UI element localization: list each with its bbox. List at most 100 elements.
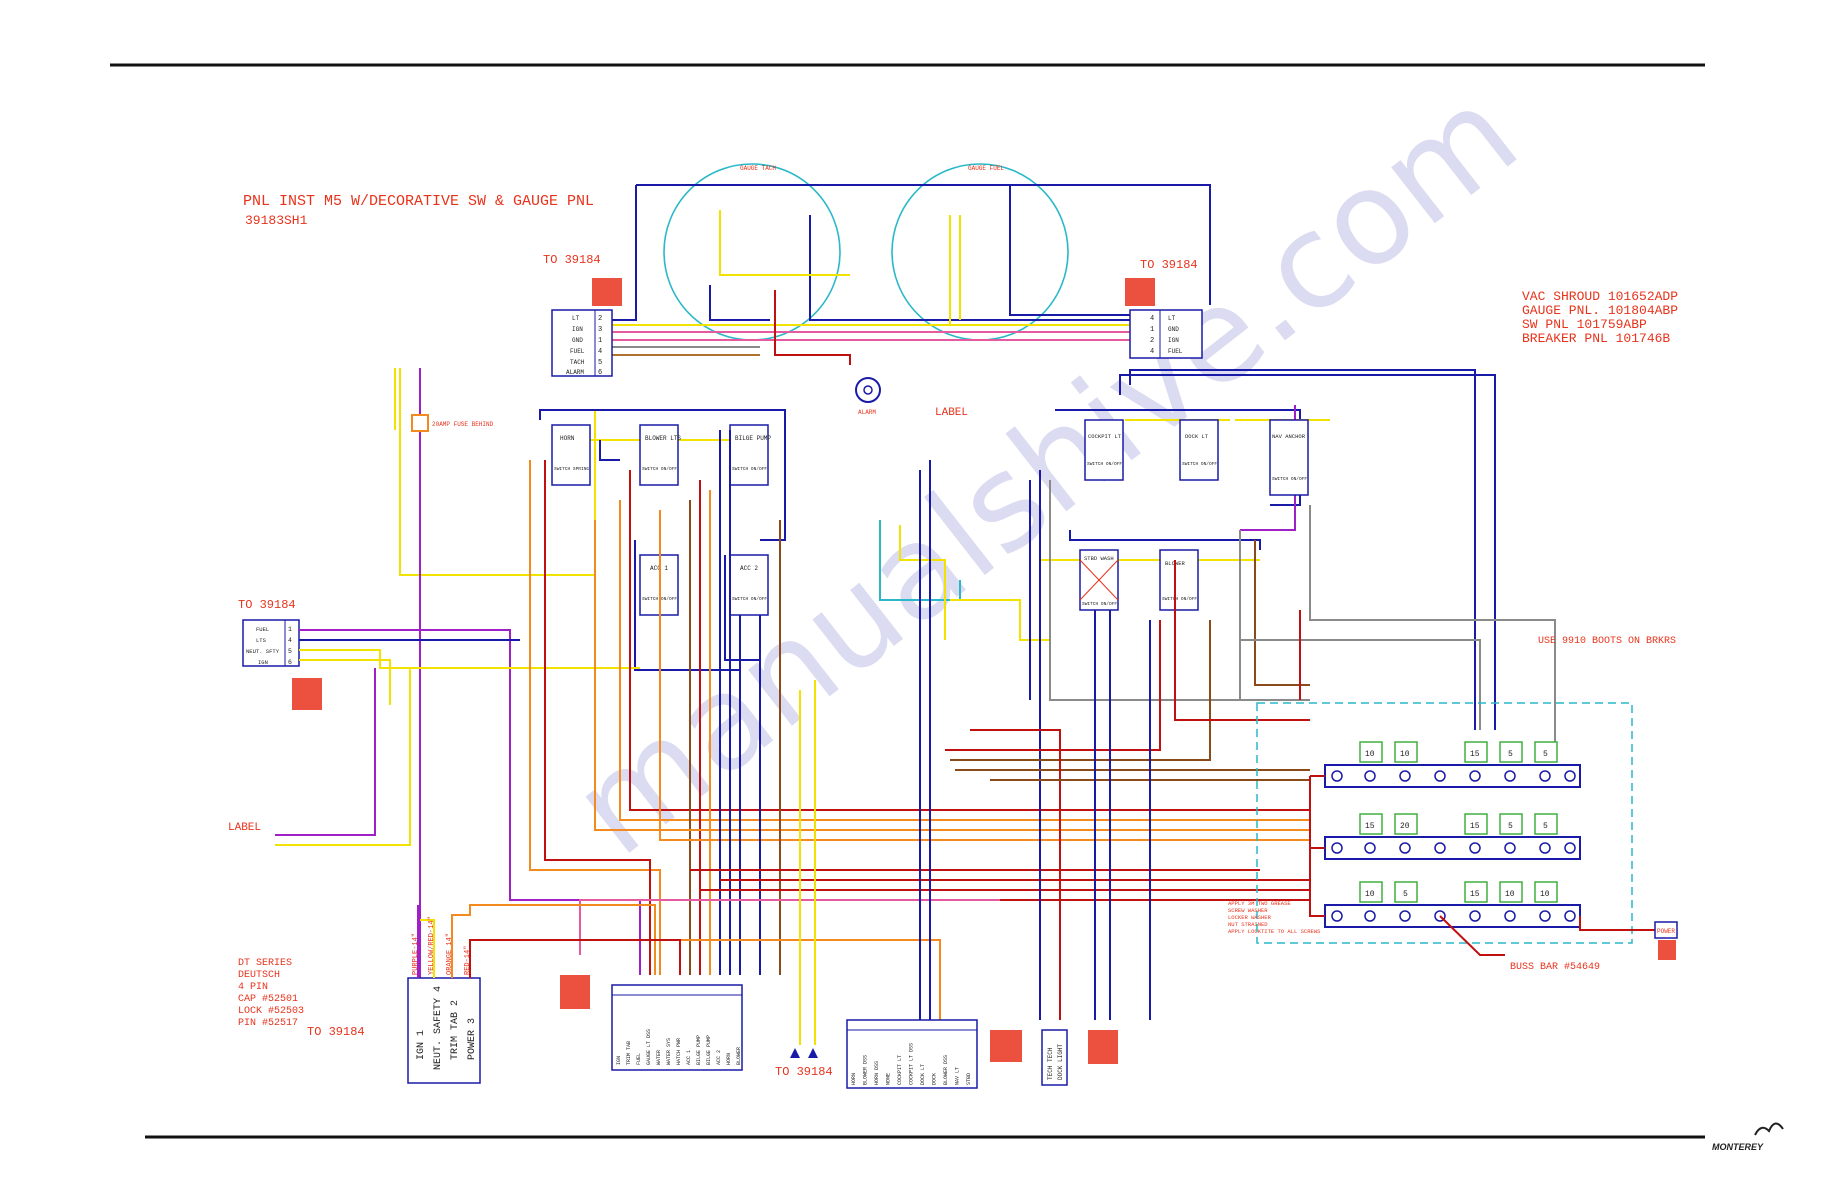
svg-text:SWITCH ON/OFF: SWITCH ON/OFF	[732, 596, 767, 602]
svg-text:VAC SHROUD 101652ADP: VAC SHROUD 101652ADP	[1522, 289, 1678, 304]
svg-text:LOCK #52503: LOCK #52503	[238, 1006, 304, 1017]
alarm-icon	[855, 377, 881, 403]
svg-text:4: 4	[288, 637, 292, 644]
gauge-fuel	[891, 163, 1069, 341]
svg-text:ALARM: ALARM	[566, 369, 584, 376]
svg-text:POWER 3: POWER 3	[467, 1018, 478, 1060]
boot-note: USE 9910 BOOTS ON BRKRS	[1538, 636, 1676, 647]
switch-dock-lt: DOCK LT SWITCH ON/OFF	[1179, 419, 1219, 481]
svg-text:LT: LT	[572, 315, 580, 322]
svg-text:GAUGE PNL. 101804ABP: GAUGE PNL. 101804ABP	[1522, 303, 1678, 318]
pin-label: BILGE PUMP	[696, 1035, 702, 1065]
svg-text:3: 3	[598, 326, 602, 334]
svg-text:4 PIN: 4 PIN	[238, 982, 268, 993]
svg-text:15: 15	[1365, 822, 1375, 831]
svg-text:PIN #52517: PIN #52517	[238, 1018, 298, 1029]
svg-text:BILGE PUMP: BILGE PUMP	[735, 435, 771, 442]
deutsch-note: DT SERIES DEUTSCH 4 PIN CAP #52501 LOCK …	[238, 958, 304, 1029]
svg-text:10: 10	[1400, 750, 1410, 759]
svg-text:GND: GND	[572, 337, 583, 344]
svg-text:BREAKER PNL 101746B: BREAKER PNL 101746B	[1522, 331, 1670, 346]
svg-text:5: 5	[598, 359, 602, 367]
pin-label: COCKPIT LT	[897, 1055, 903, 1085]
svg-text:LTS: LTS	[256, 637, 267, 644]
bus-bar-3	[1324, 904, 1581, 928]
apply-note: APPLY 3M TWO GREASE SCREW WASHER LOCKER …	[1228, 900, 1321, 935]
svg-text:SWITCH ON/OFF: SWITCH ON/OFF	[1087, 461, 1122, 467]
pin-label: TRIM TAB	[626, 1041, 632, 1065]
svg-text:1: 1	[288, 626, 292, 633]
to-label-top-right: TO 39184	[1140, 258, 1198, 272]
svg-text:5: 5	[1543, 822, 1548, 831]
svg-text:SWITCH ON/OFF: SWITCH ON/OFF	[1272, 476, 1307, 482]
bus-bar-1	[1324, 764, 1581, 788]
switch-blower: BLOWER SWITCH ON/OFF	[1159, 549, 1199, 611]
ign-wire-labels: PURPLE-14" YELLOW/RED-14" ORANGE 14" RED…	[412, 916, 472, 975]
svg-text:SW PNL 101759ABP: SW PNL 101759ABP	[1522, 317, 1647, 332]
breaker-row-1: 10 10 15 5 5	[1359, 741, 1558, 763]
pin-label: ACC 2	[716, 1050, 722, 1065]
pin-label: STBD	[966, 1073, 972, 1085]
diagram-title: PNL INST M5 W/DECORATIVE SW & GAUGE PNL	[243, 193, 594, 210]
svg-text:IGN: IGN	[258, 659, 268, 666]
svg-text:FUEL: FUEL	[570, 348, 585, 355]
pin-label: NONE	[886, 1073, 892, 1085]
svg-text:2: 2	[1150, 337, 1154, 345]
label-left: LABEL	[228, 822, 261, 834]
svg-text:TACH: TACH	[570, 359, 585, 366]
svg-text:FUEL: FUEL	[256, 626, 269, 633]
svg-text:NAV ANCHOR: NAV ANCHOR	[1272, 433, 1306, 440]
label-center: LABEL	[935, 407, 968, 419]
bus-bar-2	[1324, 836, 1581, 860]
svg-text:LOCKER WASHER: LOCKER WASHER	[1228, 914, 1272, 921]
pin-label: HATCH PWR	[676, 1038, 682, 1065]
svg-text:2: 2	[598, 315, 602, 323]
pin-label: GAUGE LT DSS	[646, 1029, 652, 1065]
svg-text:SWITCH ON/OFF: SWITCH ON/OFF	[1082, 601, 1117, 607]
to-label-left: TO 39184	[238, 598, 296, 612]
svg-text:HORN: HORN	[560, 435, 575, 442]
svg-text:6: 6	[288, 659, 292, 666]
ign-wires	[417, 904, 681, 978]
pin-label: COCKPIT LT DSS	[909, 1043, 915, 1085]
breaker-row-3: 10 5 15 10 10	[1359, 881, 1558, 903]
pin-label: DOCK LT	[920, 1064, 926, 1085]
svg-text:4: 4	[1150, 348, 1154, 356]
fuse-label: 20AMP FUSE BEHIND	[432, 421, 494, 428]
svg-text:COCKPIT LT: COCKPIT LT	[1088, 433, 1122, 440]
switch-stbd-wash: STBD WASH SWITCH ON/OFF	[1079, 549, 1119, 611]
svg-text:10: 10	[1365, 750, 1375, 759]
bottom-plug-switch	[611, 984, 743, 1071]
pin-label: NAV LT	[955, 1067, 961, 1085]
to-label-bottom-center: TO 39184	[775, 1065, 833, 1079]
gauge-tach-label: GAUGE TACH	[740, 165, 776, 172]
svg-text:IGN 1: IGN 1	[416, 1030, 427, 1060]
switch-bilge-pump: BILGE PUMP SWITCH ON/OFF	[729, 424, 771, 486]
switch-cockpit-lt: COCKPIT LT SWITCH ON/OFF	[1084, 419, 1124, 481]
svg-text:NEUT. SFTY: NEUT. SFTY	[246, 648, 280, 655]
svg-text:MONTEREY: MONTEREY	[1712, 1142, 1764, 1152]
svg-text:DOCK LIGHT: DOCK LIGHT	[1057, 1044, 1064, 1080]
svg-text:RED-14": RED-14"	[464, 946, 472, 975]
pin-label: BLOWER	[736, 1047, 742, 1065]
svg-text:SWITCH ON/OFF: SWITCH ON/OFF	[1162, 596, 1197, 602]
diagram-number: 39183SH1	[245, 213, 308, 228]
svg-text:SWITCH SPRING: SWITCH SPRING	[554, 466, 589, 472]
svg-text:ACC 2: ACC 2	[740, 565, 758, 572]
to-label-top-left: TO 39184	[543, 253, 601, 267]
power-label: POWER	[1657, 928, 1675, 935]
svg-text:SCREW WASHER: SCREW WASHER	[1228, 907, 1268, 914]
pin-label: HORN	[851, 1073, 857, 1085]
svg-text:15: 15	[1470, 890, 1480, 899]
svg-text:5: 5	[1403, 890, 1408, 899]
svg-text:PURPLE-14": PURPLE-14"	[412, 933, 420, 975]
switch-nav-anchor: NAV ANCHOR SWITCH ON/OFF	[1269, 419, 1309, 496]
plug-forward: FUEL LTS NEUT. SFTY IGN 1 4 5 6	[242, 619, 300, 667]
svg-text:IGN: IGN	[1168, 337, 1179, 344]
pin-label: BLOWER DSS	[943, 1055, 949, 1085]
svg-text:LT: LT	[1168, 315, 1176, 322]
pin-label: BILGE PUMP	[706, 1035, 712, 1065]
